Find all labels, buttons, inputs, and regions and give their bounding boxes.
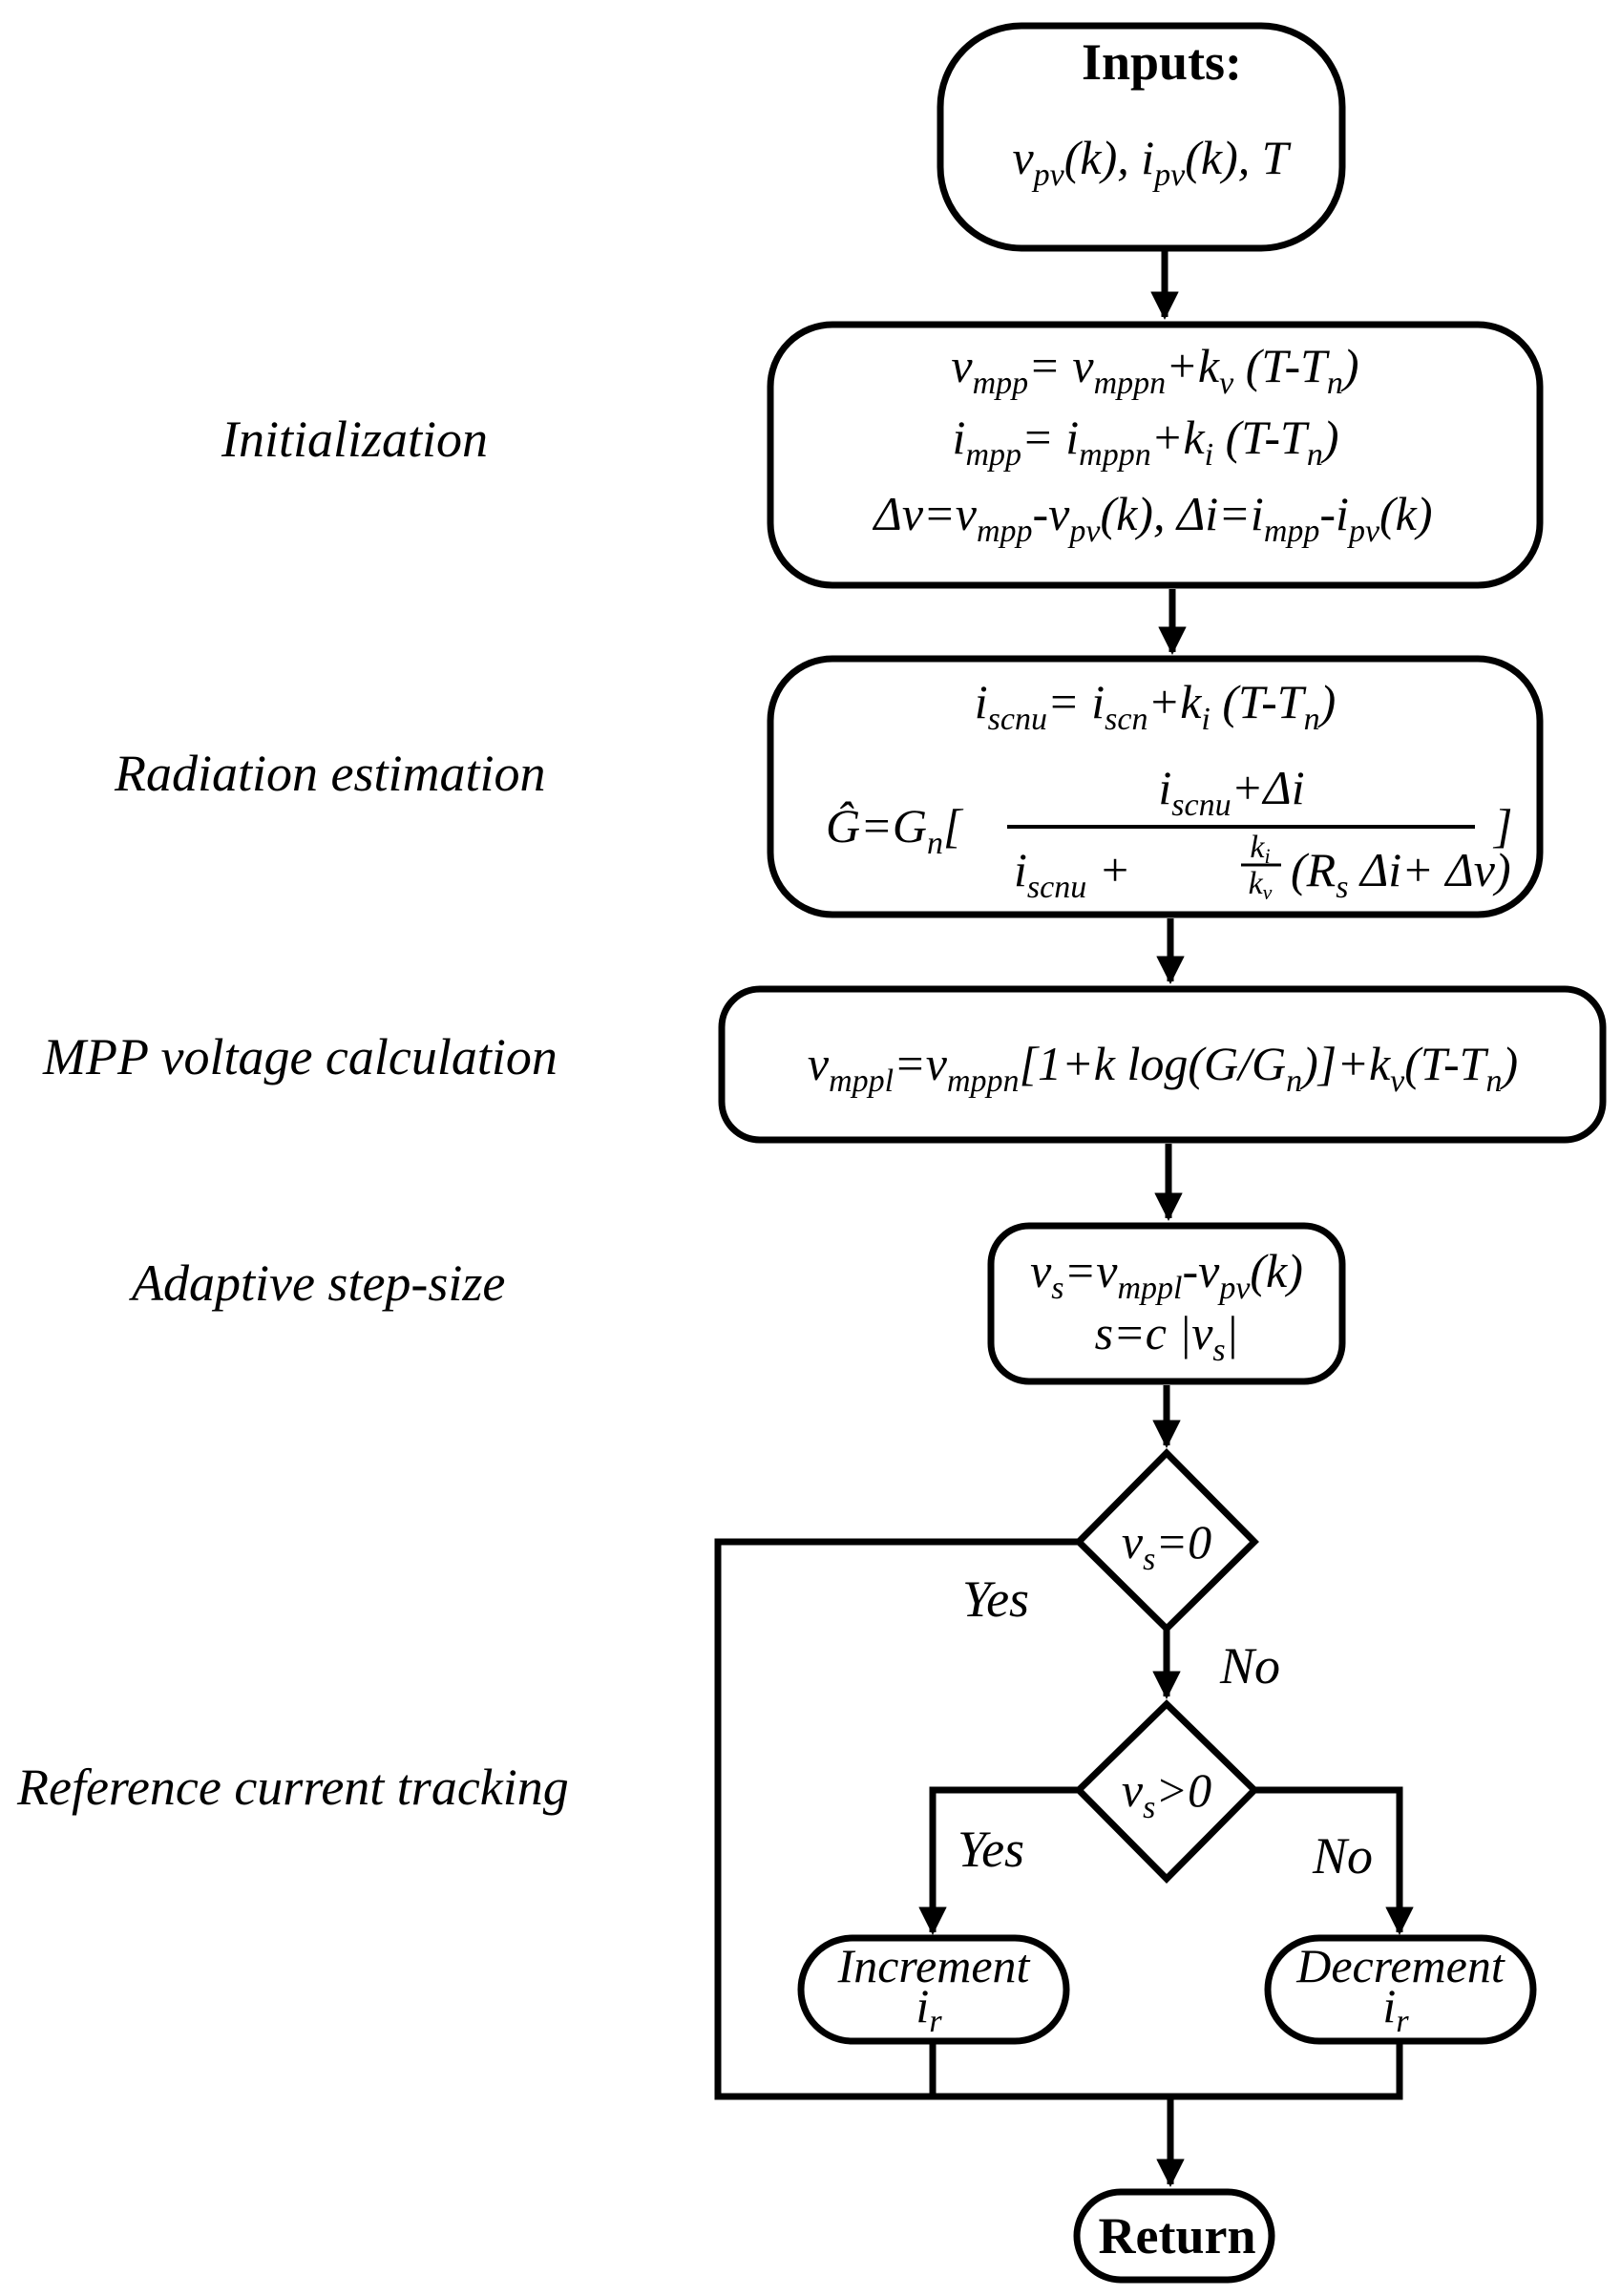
increment-title: Increment (837, 1939, 1031, 1992)
init-impp-equation: impp= imppn+ki (T-Tn) (953, 411, 1339, 473)
initialization-box: vmpp= vmppn+kv (T-Tn) impp= imppn+ki (T-… (767, 321, 1544, 589)
inputs-title: Inputs: (1082, 33, 1242, 91)
radiation-ghat: Ĝ=Gn[ (826, 799, 964, 861)
decrement-box: Decrement ir (1264, 1934, 1537, 2045)
wire-decision1-yes-loop (714, 1538, 1403, 2100)
decision-vs-greater-zero: vs>0 (1074, 1699, 1259, 1884)
decision1-no-label: No (1219, 1637, 1280, 1695)
inputs-terminal: Inputs: vpv(k), ipv(k), T (937, 22, 1346, 252)
decision-vs-equals-zero: vs=0 (1074, 1448, 1259, 1633)
radiation-ki-over-kv-bottom: kv (1249, 866, 1273, 904)
increment-variable: ir (916, 1979, 942, 2039)
adaptive-box: vs=vmppl-vpv(k) s=c |vs| (987, 1222, 1346, 1385)
arrow-decision2-no (1254, 1786, 1414, 1935)
decrement-variable: ir (1382, 1979, 1409, 2039)
decrement-title: Decrement (1295, 1939, 1505, 1992)
decision1-condition: vs=0 (1122, 1515, 1211, 1577)
inputs-variables: vpv(k), ipv(k), T (1012, 131, 1291, 193)
stage-label-tracking: Reference current tracking (16, 1759, 569, 1816)
mpp-voltage-equation: vmppl=vmppn[1+k log(G/Gn)]+kv(T-Tn) (808, 1037, 1518, 1099)
decision2-condition: vs>0 (1122, 1763, 1211, 1825)
radiation-iscnu-equation: iscnu= iscn+ki (T-Tn) (975, 675, 1336, 737)
adaptive-vs-equation: vs=vmppl-vpv(k) (1030, 1244, 1303, 1306)
decision2-no-label: No (1312, 1827, 1373, 1885)
init-vmpp-equation: vmpp= vmppn+kv (T-Tn) (951, 339, 1358, 401)
radiation-box: iscnu= iscn+ki (T-Tn) Ĝ=Gn[ ] iscnu+Δi i… (767, 655, 1544, 918)
arrow-decision2-yes (918, 1786, 1079, 1935)
increment-box: Increment ir (797, 1934, 1070, 2045)
mpp-voltage-box: vmppl=vmppn[1+k log(G/Gn)]+kv(T-Tn) (718, 985, 1607, 1144)
radiation-denominator-right: (Rs Δi+ Δv) (1291, 843, 1511, 905)
stage-label-radiation: Radiation estimation (114, 745, 546, 802)
stage-label-mpp-voltage: MPP voltage calculation (42, 1028, 558, 1085)
decision2-yes-label: Yes (958, 1821, 1024, 1878)
decision1-yes-label: Yes (962, 1570, 1029, 1628)
stage-label-adaptive: Adaptive step-size (129, 1254, 505, 1312)
radiation-numerator: iscnu+Δi (1158, 761, 1304, 823)
return-terminal: Return (1073, 2188, 1275, 2284)
stage-label-initialization: Initialization (221, 411, 488, 468)
radiation-close-bracket: ] (1492, 799, 1512, 853)
radiation-denominator-left: iscnu + (1014, 843, 1130, 905)
init-delta-equation: Δv=vmpp-vpv(k), Δi=impp-ipv(k) (872, 487, 1432, 549)
return-label: Return (1099, 2207, 1256, 2264)
adaptive-s-equation: s=c |vs| (1095, 1306, 1239, 1368)
radiation-ki-over-kv-top: ki (1250, 830, 1270, 868)
